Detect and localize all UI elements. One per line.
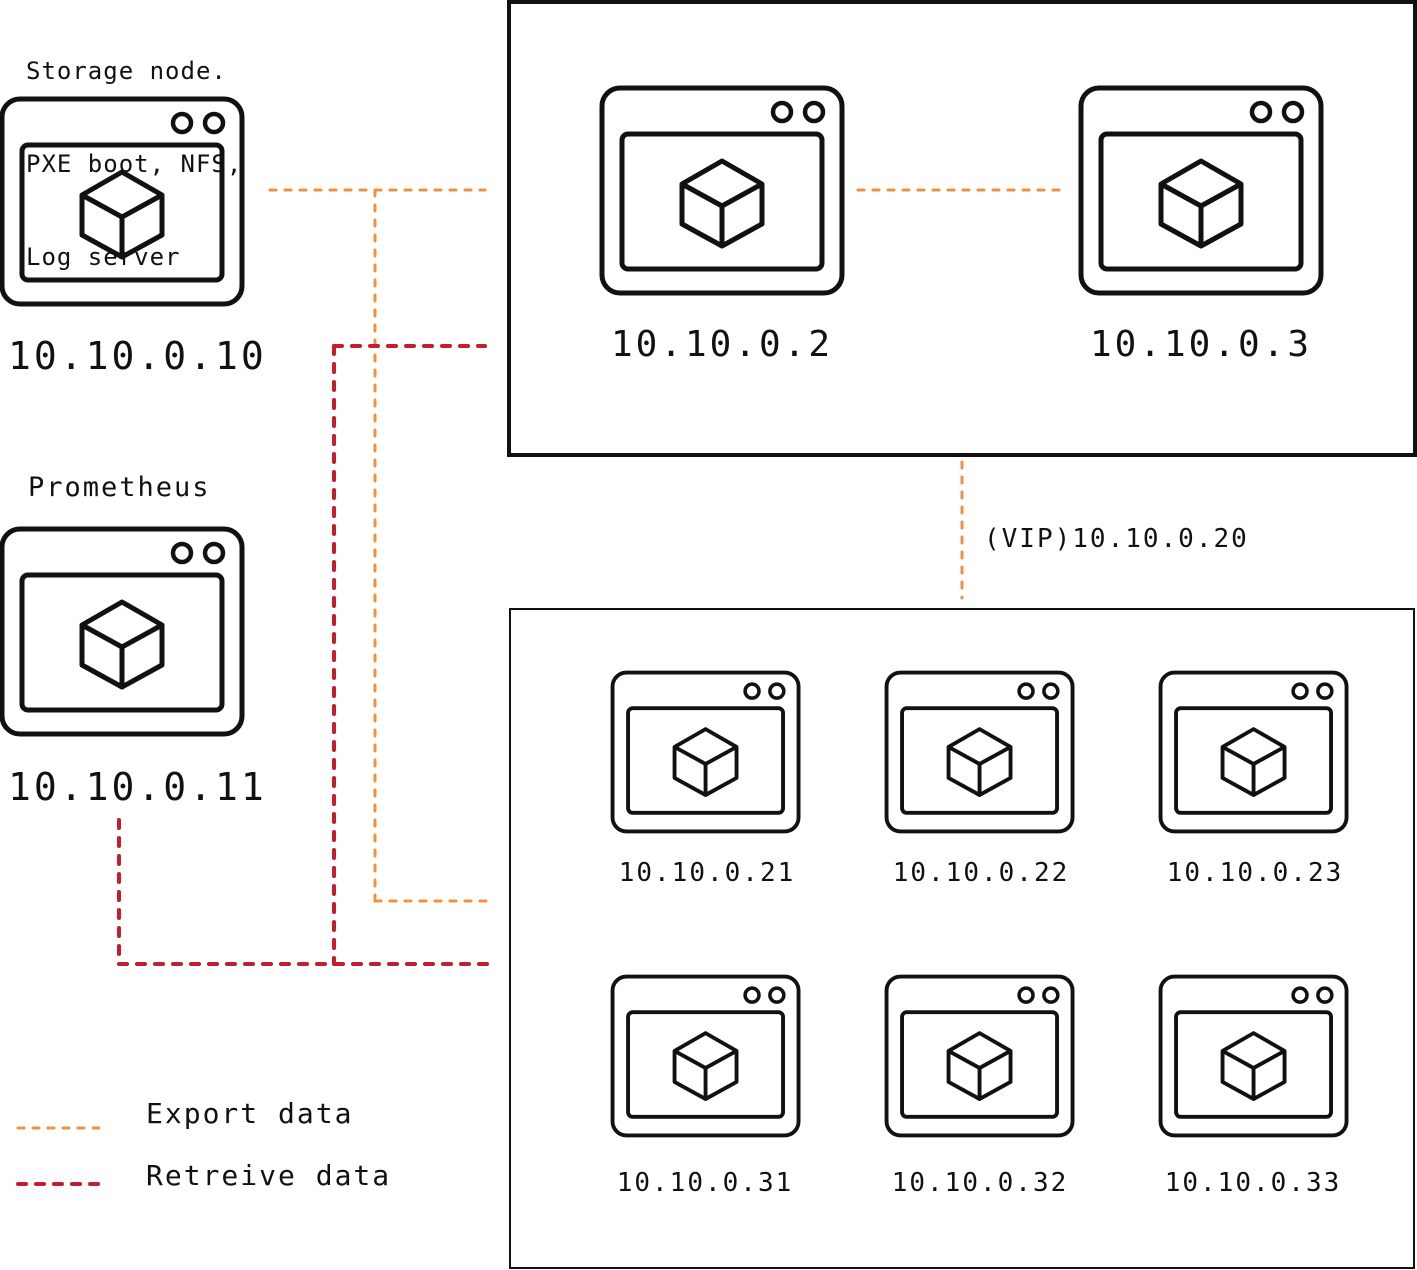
worker-ip-label: 10.10.0.21 [618,858,796,888]
control-ip-label: 10.10.0.3 [1089,324,1313,365]
legend-export-label: Export data [146,1097,354,1130]
worker-ip-label: 10.10.0.23 [1166,858,1344,888]
worker-server-icon [610,670,801,834]
prometheus-server-icon [2,529,242,734]
worker-ip-label: 10.10.0.33 [1164,1168,1342,1198]
worker-ip-label: 10.10.0.31 [616,1168,794,1198]
worker-server-icon [610,974,801,1138]
prometheus-ip-label: 10.10.0.11 [8,765,267,809]
control-ip-label: 10.10.0.2 [610,324,834,365]
storage-caption-line: Storage node. [26,57,227,85]
worker-ip-label: 10.10.0.22 [892,858,1070,888]
storage-ip-label: 10.10.0.10 [8,334,267,378]
worker-server-icon [1158,974,1349,1138]
control-server-icon [602,88,842,293]
worker-group-box [509,608,1415,1269]
export-data-lines [268,188,1068,903]
worker-server-icon [1158,670,1349,834]
storage-caption-line: Log server [26,243,181,271]
legend-retrieve-label: Retreive data [146,1159,392,1192]
worker-server-icon [884,974,1075,1138]
control-plane-group-box [507,0,1417,457]
worker-server-icon [884,670,1075,834]
worker-ip-label: 10.10.0.32 [891,1168,1069,1198]
storage-caption-line: PXE boot, NFS, [26,150,243,178]
control-server-icon [1081,88,1321,293]
prometheus-caption: Prometheus [28,472,211,503]
retrieve-data-lines [117,344,492,966]
vip-label: (VIP)10.10.0.20 [984,524,1249,554]
storage-caption: Storage node. PXE boot, NFS, Log server [26,0,242,304]
